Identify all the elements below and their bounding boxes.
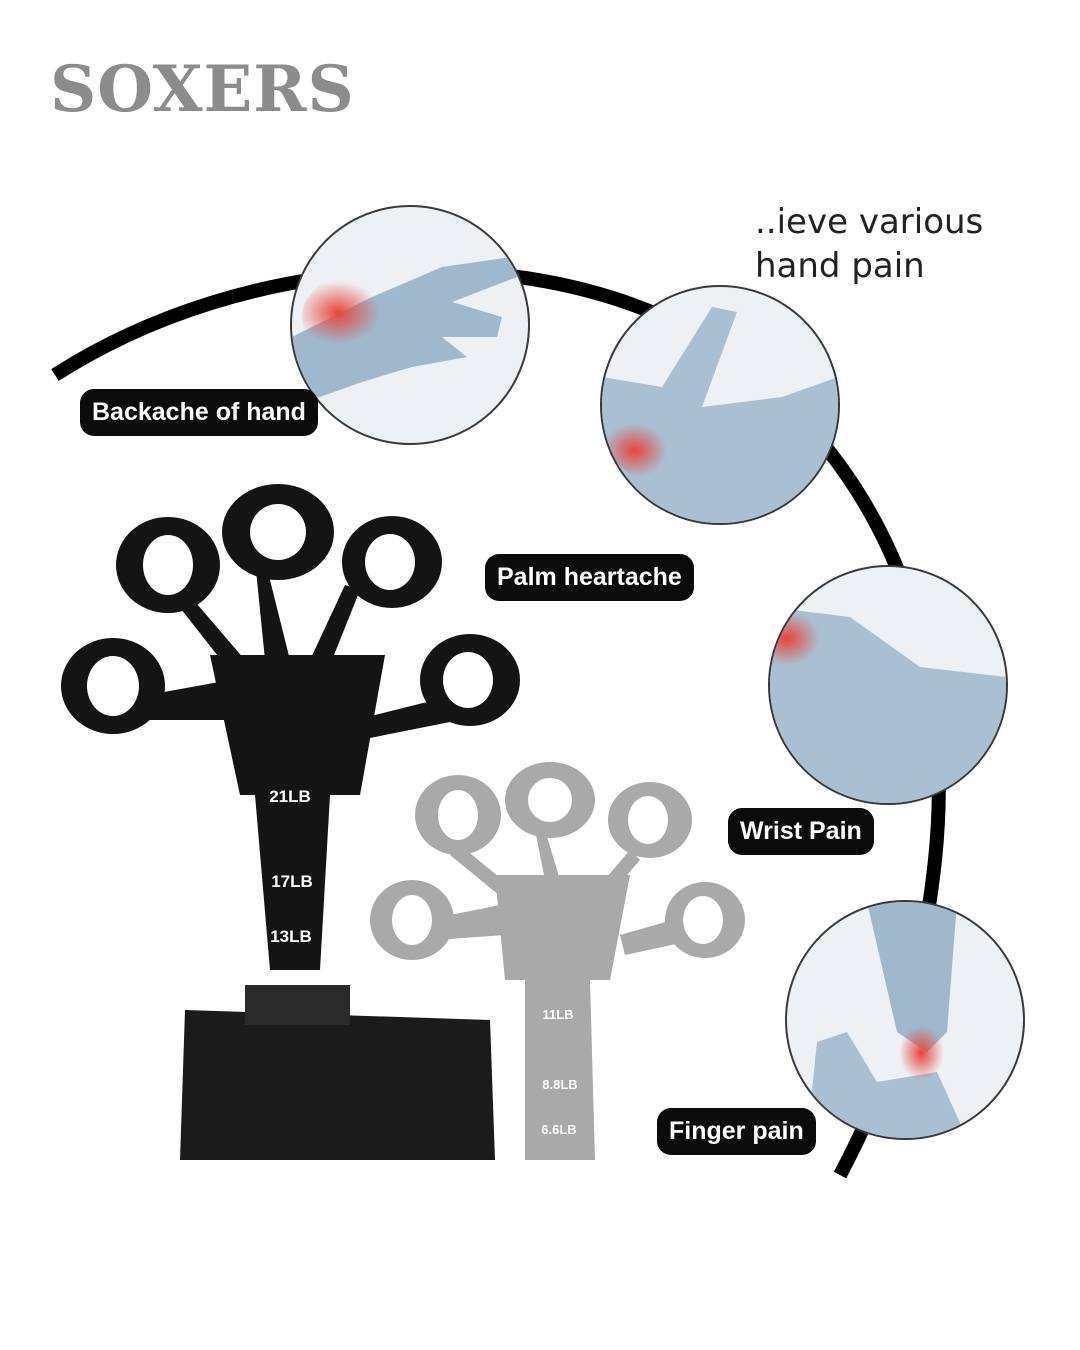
grey-level-2: 8.8LB <box>542 1077 577 1092</box>
heading-line-1: ..ieve various <box>755 202 984 242</box>
wrist-pain-image <box>768 565 1008 805</box>
label-finger-pain: Finger pain <box>657 1108 816 1155</box>
palm-pain-image <box>600 285 840 525</box>
heading: ..ieve various hand pain <box>755 200 983 288</box>
grey-finger-trainer: 11LB 8.8LB 6.6LB <box>370 762 745 1160</box>
hand-back-pain-image <box>290 205 530 445</box>
label-backache-of-hand: Backache of hand <box>80 389 318 436</box>
finger-pain-icon <box>807 902 967 1138</box>
label-palm-heartache: Palm heartache <box>485 554 694 601</box>
label-wrist-pain: Wrist Pain <box>728 808 874 855</box>
black-level-1: 21LB <box>269 787 311 806</box>
black-level-3: 13LB <box>270 927 312 946</box>
finger-pain-image <box>785 900 1025 1140</box>
palm-pain-icon <box>602 307 838 523</box>
heading-line-2: hand pain <box>755 246 925 286</box>
black-finger-trainer: 21LB 17LB 13LB <box>61 484 520 1160</box>
black-level-2: 17LB <box>271 872 313 891</box>
wrist-pain-icon <box>770 607 1006 803</box>
hand-back-pain-icon <box>292 257 517 407</box>
grey-level-3: 6.6LB <box>541 1122 576 1137</box>
grey-level-1: 11LB <box>542 1007 573 1022</box>
brand-logo: SOXERS <box>50 52 355 127</box>
